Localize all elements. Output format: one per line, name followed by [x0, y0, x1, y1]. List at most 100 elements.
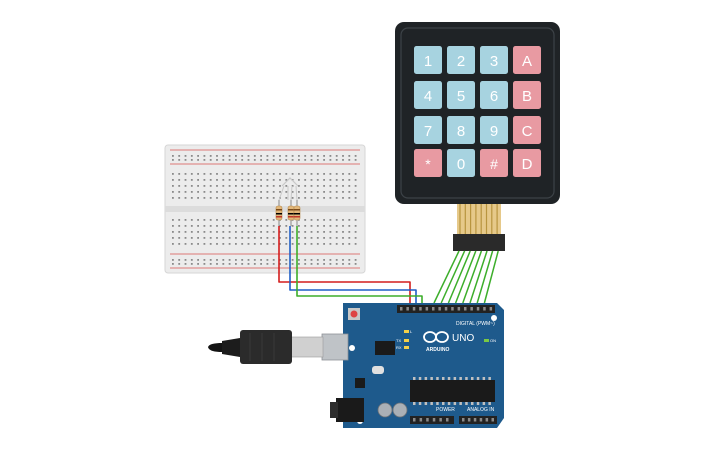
chip-leg	[482, 402, 486, 405]
digital-pin[interactable]	[483, 307, 486, 311]
chip-leg	[471, 377, 474, 380]
arduino-logo: ARDUINO UNO	[423, 331, 474, 353]
key-label: 8	[457, 123, 465, 140]
key-label: *	[425, 156, 431, 172]
digital-label: DIGITAL (PWM~)	[456, 321, 495, 327]
digital-pin[interactable]	[412, 307, 416, 311]
key-D[interactable]: D	[513, 149, 541, 177]
chip-leg	[430, 402, 433, 405]
digital-pin[interactable]	[489, 307, 493, 311]
analog-pin[interactable]	[485, 418, 489, 422]
analog-pin[interactable]	[462, 418, 465, 422]
key-9[interactable]: 9	[480, 116, 508, 144]
breadboard-holes	[172, 155, 357, 265]
key-A[interactable]: A	[513, 46, 541, 74]
breadboard[interactable]	[164, 144, 366, 274]
wire-red[interactable]	[278, 226, 411, 303]
breadboard-wires	[278, 226, 423, 303]
digital-pin[interactable]	[432, 307, 435, 311]
digital-pin[interactable]	[419, 307, 422, 311]
keypad-wire[interactable]	[447, 250, 471, 304]
keypad-wire[interactable]	[469, 250, 488, 304]
key-label: #	[490, 156, 498, 172]
key-5[interactable]: 5	[447, 81, 475, 109]
keypad-wire[interactable]	[476, 250, 494, 304]
digital-pin[interactable]	[476, 307, 480, 311]
key-label: C	[522, 123, 533, 140]
analog-pin[interactable]	[491, 418, 495, 422]
chip-leg	[442, 377, 445, 380]
key-C[interactable]: C	[513, 116, 541, 144]
usb-cable-icon[interactable]	[208, 330, 324, 364]
digital-pin[interactable]	[457, 307, 461, 311]
key-3[interactable]: 3	[480, 46, 508, 74]
key-label: 0	[457, 156, 465, 173]
power-label: POWER	[436, 407, 455, 413]
chip-leg	[476, 377, 480, 380]
key-6[interactable]: 6	[480, 81, 508, 109]
digital-pin[interactable]	[406, 307, 409, 311]
key-#[interactable]: #	[480, 149, 508, 177]
digital-pin[interactable]	[438, 307, 441, 311]
ic-chip-icon	[410, 377, 495, 405]
digital-pin[interactable]	[425, 307, 429, 311]
key-label: 3	[490, 53, 498, 70]
key-label: 4	[424, 88, 432, 105]
analog-pin[interactable]	[467, 418, 471, 422]
chip-leg	[436, 402, 439, 405]
resistor-icon[interactable]	[275, 200, 283, 226]
key-label: D	[522, 156, 533, 173]
rgb-led[interactable]	[278, 177, 299, 201]
key-B[interactable]: B	[513, 81, 541, 109]
chip-leg	[436, 377, 439, 380]
chip-leg	[488, 377, 491, 380]
arduino-uno[interactable]: DIGITAL (PWM~) ARDUINO UNO L TX RX	[208, 303, 504, 428]
digital-pin[interactable]	[451, 307, 454, 311]
key-2[interactable]: 2	[447, 46, 475, 74]
key-4[interactable]: 4	[414, 81, 442, 109]
power-pin[interactable]	[413, 418, 416, 422]
resistor-icon[interactable]	[287, 200, 295, 226]
chip-leg	[442, 402, 445, 405]
digital-pin[interactable]	[400, 307, 403, 311]
chip-leg	[482, 377, 486, 380]
key-label: 5	[457, 88, 465, 105]
analog-pin[interactable]	[479, 418, 483, 422]
ribbon-cable	[459, 202, 498, 236]
key-*[interactable]: *	[414, 149, 442, 177]
analog-pin[interactable]	[473, 418, 477, 422]
power-pin[interactable]	[446, 418, 449, 422]
key-0[interactable]: 0	[447, 149, 475, 177]
keypad-wire[interactable]	[462, 250, 483, 304]
keypad-wire[interactable]	[440, 250, 466, 304]
rx-label: RX	[396, 345, 402, 350]
chip-leg	[465, 377, 468, 380]
key-7[interactable]: 7	[414, 116, 442, 144]
power-pin[interactable]	[432, 418, 436, 422]
keypad-wire[interactable]	[433, 250, 460, 304]
digital-pin[interactable]	[470, 307, 473, 311]
key-label: A	[522, 53, 532, 70]
chip-leg	[424, 377, 428, 380]
power-pin[interactable]	[419, 418, 423, 422]
key-label: 7	[424, 123, 432, 140]
key-label: B	[522, 88, 532, 105]
chip-leg	[453, 377, 457, 380]
arduino-brand: ARDUINO	[426, 347, 449, 353]
power-pin[interactable]	[439, 418, 442, 422]
keypad-wire[interactable]	[454, 250, 477, 304]
keypad-wire[interactable]	[483, 250, 499, 304]
wire-green[interactable]	[296, 226, 423, 303]
key-label: 1	[424, 53, 432, 70]
chip-leg	[465, 402, 468, 405]
digital-pin[interactable]	[444, 307, 448, 311]
chip-leg	[424, 402, 428, 405]
analog-label: ANALOG IN	[467, 407, 495, 413]
digital-pin[interactable]	[464, 307, 467, 311]
resistor-icon[interactable]	[293, 200, 301, 226]
power-pin[interactable]	[426, 418, 429, 422]
key-1[interactable]: 1	[414, 46, 442, 74]
key-8[interactable]: 8	[447, 116, 475, 144]
